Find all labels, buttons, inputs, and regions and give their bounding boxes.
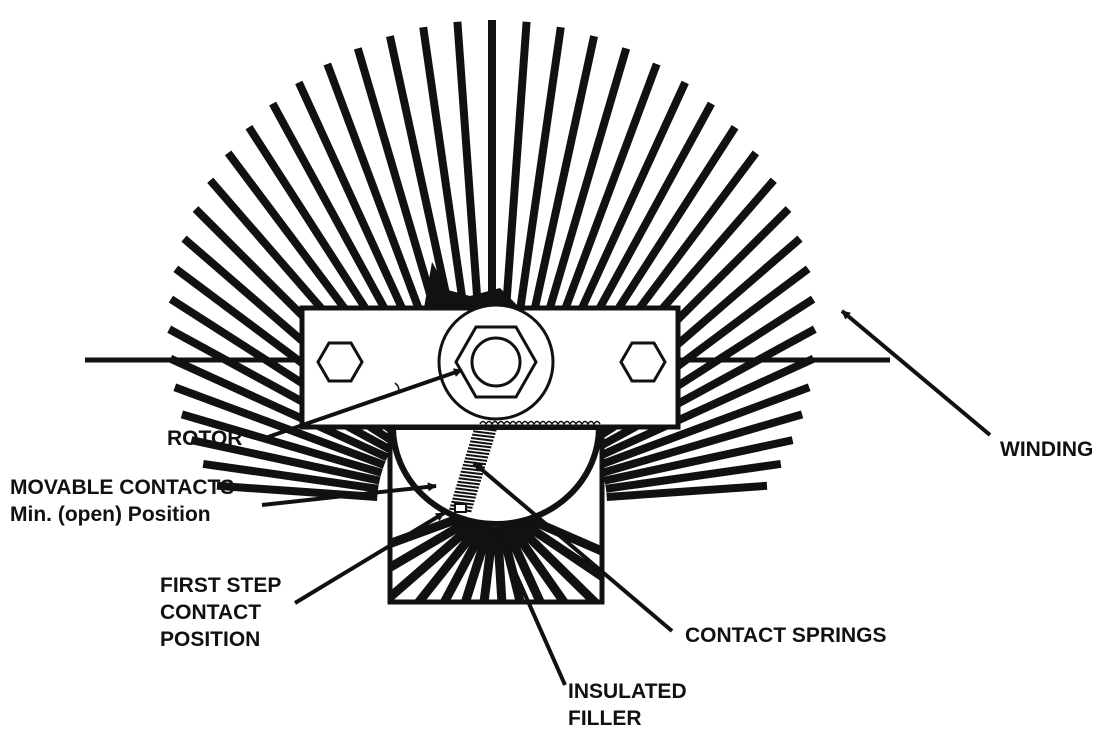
filler-strip <box>508 517 602 602</box>
winding-wire <box>601 410 804 477</box>
winding-wire <box>598 383 811 469</box>
lower-housing <box>387 424 605 605</box>
winding-wire <box>606 481 768 501</box>
leader-lines <box>261 309 992 686</box>
movable-contacts-leader <box>261 482 437 507</box>
spring-coil <box>452 497 475 503</box>
spring-coil <box>469 440 493 446</box>
contact-springs-label: CONTACT SPRINGS <box>685 624 887 647</box>
rotor-disc-bottom <box>389 424 603 527</box>
spring-coil <box>457 480 480 486</box>
rotor-leader <box>267 368 463 439</box>
winding-wire <box>167 325 393 454</box>
winding-label: WINDING <box>1000 438 1094 461</box>
winding-wire <box>168 355 389 462</box>
movable-contacts-label: MOVABLE CONTACTS Min. (open) Position <box>10 474 234 528</box>
spring-end-cap <box>454 503 467 513</box>
insulated-filler-label: INSULATED FILLER <box>568 678 687 732</box>
filler-strip <box>504 520 570 602</box>
filler-strip <box>492 526 507 602</box>
first-step-line2: CONTACT <box>160 601 262 624</box>
spring-coil <box>467 447 491 452</box>
spring-coil <box>470 437 494 442</box>
spring-coil <box>454 490 477 496</box>
spring-coil <box>459 474 483 479</box>
winding-wire <box>190 436 381 485</box>
spring-coil <box>460 470 484 476</box>
filler-strip <box>479 526 498 602</box>
wiper-contact <box>424 262 520 308</box>
spring-coil <box>456 484 479 489</box>
first-step-label: FIRST STEP CONTACT POSITION <box>160 572 281 653</box>
winding-wire <box>202 459 379 493</box>
filler-strip <box>460 524 494 602</box>
filler-strip <box>511 513 602 582</box>
first-step-line3: POSITION <box>160 628 261 651</box>
rotor-label: ROTOR <box>167 427 243 450</box>
first-step-line1: FIRST STEP <box>160 574 282 597</box>
winding-wire <box>591 325 817 454</box>
spring-coil <box>458 477 482 482</box>
filler-strip <box>413 519 486 602</box>
winding-wire <box>595 355 816 462</box>
filler-strip <box>390 512 480 573</box>
insulated-filler-line1: INSULATED <box>568 680 687 703</box>
filler-strip <box>514 509 602 557</box>
spring-coil <box>468 443 492 449</box>
winding-leader <box>840 309 992 437</box>
insulated-filler-strips <box>390 508 602 602</box>
spring-coil <box>465 453 489 459</box>
winding-wire <box>605 459 782 493</box>
spring-coil <box>472 433 495 439</box>
spring-coil <box>473 430 496 435</box>
spring-coil <box>466 450 490 456</box>
spring-coil <box>464 457 488 462</box>
filler-strip <box>390 516 483 602</box>
filler-strip <box>501 523 546 602</box>
left-hex-bolt <box>316 341 364 383</box>
insulated-filler-line2: FILLER <box>568 707 642 730</box>
movable-contacts-line1: MOVABLE CONTACTS <box>10 476 235 499</box>
rotor-hub <box>437 303 555 421</box>
movable-contacts-line2: Min. (open) Position <box>10 503 211 526</box>
spring-coil <box>455 487 478 493</box>
right-hex-bolt <box>619 341 667 383</box>
contact-springs-leader <box>472 461 674 633</box>
first-step-leader <box>293 511 446 605</box>
winding-wire <box>173 383 386 469</box>
spring-coil <box>453 494 476 499</box>
filler-strip <box>439 522 490 602</box>
winding-wire <box>180 410 383 477</box>
insulated-filler-leader <box>494 528 567 686</box>
winding-wire <box>603 436 794 485</box>
